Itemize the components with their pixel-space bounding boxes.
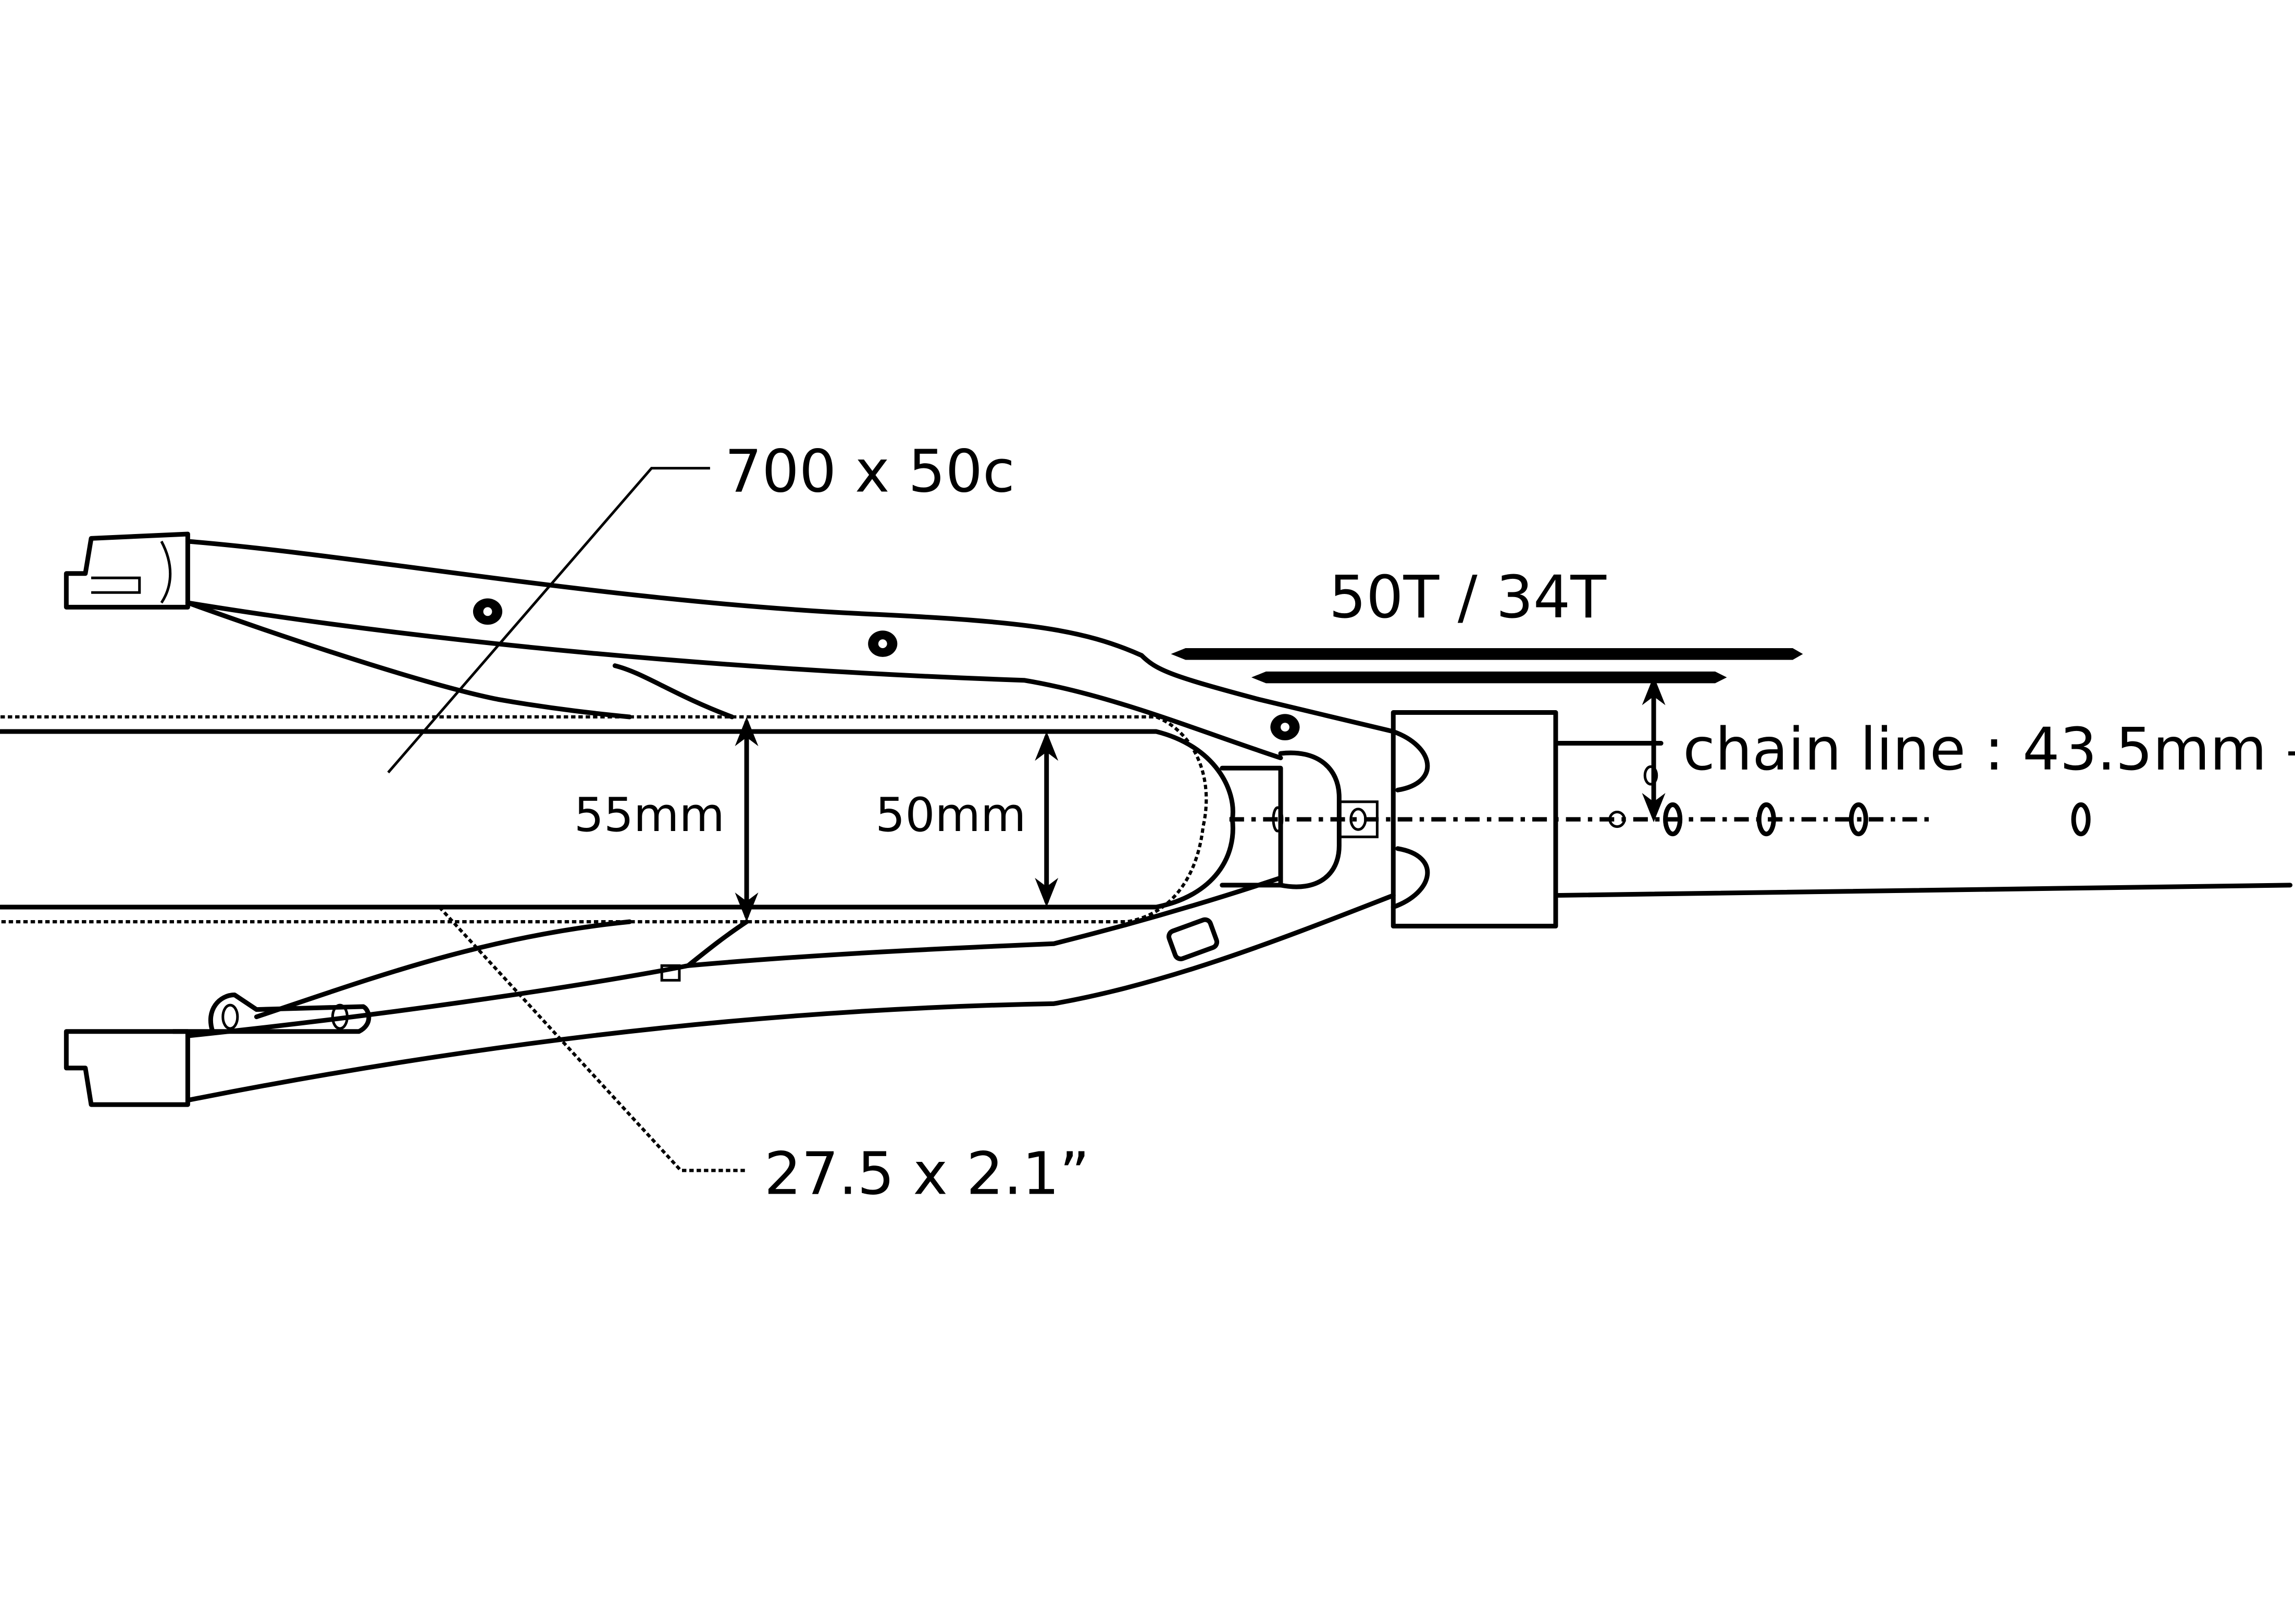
label-50mm: 50mm	[875, 788, 1026, 842]
label-55mm: 55mm	[574, 788, 725, 842]
chainrings	[1171, 648, 1803, 684]
dimension-arrow-55mm	[735, 716, 759, 922]
leader-700x50c	[387, 467, 710, 774]
lower-seatstay	[64, 875, 1396, 1107]
bottle-bolts	[473, 598, 1300, 740]
dimension-arrow-50mm	[1035, 732, 1059, 908]
label-chain-line: chain line : 43.5mm –	[1683, 716, 2295, 784]
cassette-sprockets	[1608, 765, 2091, 837]
upper-chainstay	[64, 531, 1396, 761]
dimension-arrow-chain-line	[1642, 676, 1666, 823]
label-road-tire: 700 x 50c	[725, 438, 1015, 506]
label-chainrings: 50T / 34T	[1329, 564, 1607, 631]
tire-27.5-outline	[0, 715, 1208, 924]
leader-27.5	[438, 906, 747, 1172]
spindle-line	[1553, 883, 2293, 898]
label-mtb-tire: 27.5 x 2.1”	[764, 1140, 1090, 1208]
